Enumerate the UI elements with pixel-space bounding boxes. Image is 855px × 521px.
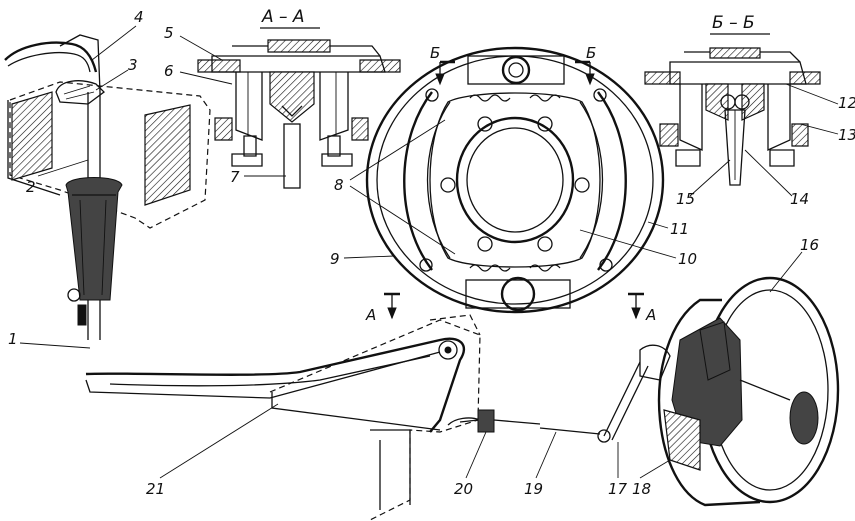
callout-21: 21 — [146, 480, 165, 498]
callout-6: 6 — [164, 62, 174, 80]
callout-3: 3 — [128, 56, 138, 74]
callout-10: 10 — [678, 250, 697, 268]
callout-5: 5 — [164, 24, 174, 42]
callout-20: 20 — [454, 480, 473, 498]
drum-perspective-view — [603, 276, 840, 507]
cut-mark-a-left: А — [365, 306, 376, 324]
cut-mark-b-right: Б — [586, 44, 596, 62]
section-a-a — [197, 39, 401, 189]
pedal-linkage — [85, 314, 611, 521]
callout-11: 11 — [670, 220, 689, 238]
callout-14: 14 — [790, 190, 809, 208]
callout-9: 9 — [330, 250, 340, 268]
callout-13: 13 — [838, 126, 855, 144]
section-title-aa: А – А — [261, 7, 305, 27]
callout-2: 2 — [26, 178, 36, 196]
adjuster-nut — [477, 409, 495, 433]
leader-lines — [19, 25, 839, 479]
callout-7: 7 — [230, 168, 240, 186]
callout-17: 17 — [608, 480, 628, 498]
callout-4: 4 — [134, 8, 144, 26]
section-b-b — [644, 47, 821, 186]
callout-12: 12 — [838, 94, 855, 112]
floor-grille-left — [11, 91, 53, 181]
cut-mark-b-left: Б — [430, 44, 440, 62]
floor-grille-right — [144, 104, 191, 206]
callout-8: 8 — [334, 176, 344, 194]
section-title-bb: Б – Б — [712, 13, 755, 33]
callout-19: 19 — [524, 480, 543, 498]
cut-mark-a-right: А — [645, 306, 656, 324]
callout-16: 16 — [800, 236, 819, 254]
callout-15: 15 — [676, 190, 695, 208]
hand-lever-assembly — [4, 34, 211, 340]
drum-brake-front-view — [365, 46, 665, 320]
callout-18: 18 — [632, 480, 651, 498]
callout-1: 1 — [8, 330, 18, 348]
